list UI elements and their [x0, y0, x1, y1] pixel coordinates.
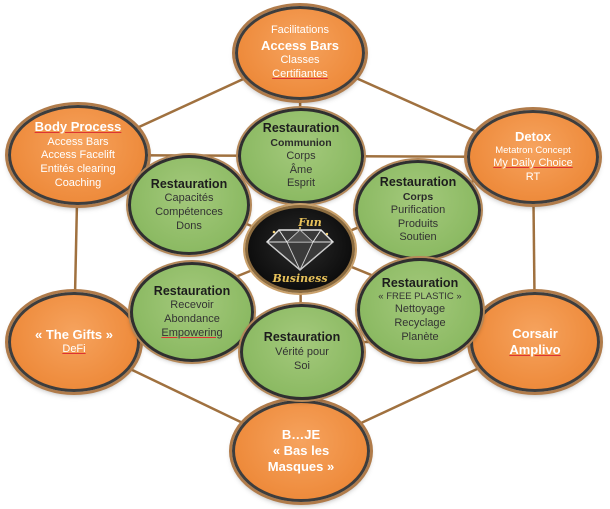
inner-upper-left-item-3: Dons [176, 219, 202, 232]
inner-bottom-title: Restauration [263, 330, 341, 345]
inner-node-lower-left: Restauration Recevoir Abondance Empoweri… [130, 262, 254, 362]
outer-node-upper-right: Detox Metatron Concept My Daily Choice R… [467, 110, 599, 204]
inner-upper-right-item-1: Purification [390, 203, 446, 216]
inner-upper-left-title: Restauration [150, 176, 228, 191]
outer-upper-right-line-1: Detox [514, 129, 552, 145]
center-node: Fun Business [245, 205, 355, 293]
inner-bottom-item-2: Soi [294, 359, 310, 372]
outer-bottom-line-1: B…JE [281, 426, 321, 442]
outer-lower-right-line-2: Amplivo [509, 342, 561, 357]
inner-lower-left-item-1: Recevoir [170, 299, 214, 312]
outer-upper-left-line-3: Access Facelift [41, 149, 115, 162]
outer-node-bottom: B…JE « Bas les Masques » [232, 400, 370, 502]
inner-node-upper-right: Restauration Corps Purification Produits… [355, 160, 481, 260]
inner-lower-left-item-2: Abondance [164, 312, 220, 325]
outer-node-lower-left: « The Gifts » DeFi [8, 292, 140, 392]
outer-top-line-1: Facilitations [270, 24, 330, 37]
inner-node-top: Restauration Communion Corps Âme Esprit [238, 108, 364, 204]
outer-node-upper-left: Body Process Access Bars Access Facelift… [8, 105, 148, 205]
inner-upper-right-title: Restauration [379, 175, 457, 189]
inner-lower-left-title: Restauration [153, 283, 231, 298]
inner-lower-right-title: Restauration [381, 275, 459, 290]
inner-lower-right-item-3: Planète [401, 330, 439, 343]
inner-top-item-1: Corps [286, 149, 316, 162]
outer-lower-left-line-1: « The Gifts » [34, 327, 114, 342]
inner-upper-right-sub: Corps [402, 190, 434, 203]
outer-bottom-line-2: « Bas les [272, 442, 330, 458]
inner-lower-right-item-2: Recyclage [394, 316, 446, 329]
outer-top-line-2: Access Bars [260, 38, 340, 53]
inner-node-upper-left: Restauration Capacités Compétences Dons [128, 155, 250, 255]
outer-lower-left-line-2: DeFi [62, 343, 86, 356]
inner-lower-right-item-1: Nettoyage [394, 303, 446, 316]
outer-top-line-3: Classes [280, 54, 320, 67]
outer-upper-left-line-5: Coaching [54, 176, 102, 189]
center-top-word: Fun [298, 216, 322, 229]
outer-upper-left-line-1: Body Process [34, 119, 122, 135]
outer-upper-right-line-3: My Daily Choice [493, 157, 573, 170]
diamond-icon [265, 227, 335, 272]
inner-top-title: Restauration [262, 121, 340, 135]
center-bottom-word: Business [272, 272, 328, 285]
outer-node-top: Facilitations Access Bars Classes Certif… [235, 6, 365, 100]
outer-top-line-4: Certifiantes [272, 68, 328, 80]
inner-upper-right-item-3: Soutien [399, 231, 437, 244]
inner-lower-right-sub: « FREE PLASTIC » [378, 291, 462, 303]
inner-upper-right-item-2: Produits [397, 217, 439, 230]
inner-upper-left-item-1: Capacités [164, 192, 214, 205]
outer-upper-left-line-4: Entités clearing [40, 163, 116, 176]
inner-top-sub: Communion [270, 136, 332, 149]
inner-node-bottom: Restauration Vérité pour Soi [240, 304, 364, 400]
inner-top-item-3: Esprit [286, 177, 316, 190]
inner-node-lower-right: Restauration « FREE PLASTIC » Nettoyage … [357, 258, 483, 362]
inner-bottom-item-1: Vérité pour [275, 346, 329, 359]
outer-upper-left-line-2: Access Bars [47, 135, 109, 148]
inner-upper-left-item-2: Compétences [155, 205, 223, 218]
inner-lower-left-item-3: Empowering [161, 326, 223, 339]
inner-top-item-2: Âme [289, 163, 313, 176]
outer-upper-right-line-2: Metatron Concept [495, 145, 571, 157]
outer-node-lower-right: Corsair Amplivo [470, 292, 600, 392]
outer-upper-right-line-4: RT [525, 171, 541, 184]
outer-bottom-line-3: Masques » [267, 459, 335, 475]
outer-lower-right-line-1: Corsair [512, 325, 558, 341]
